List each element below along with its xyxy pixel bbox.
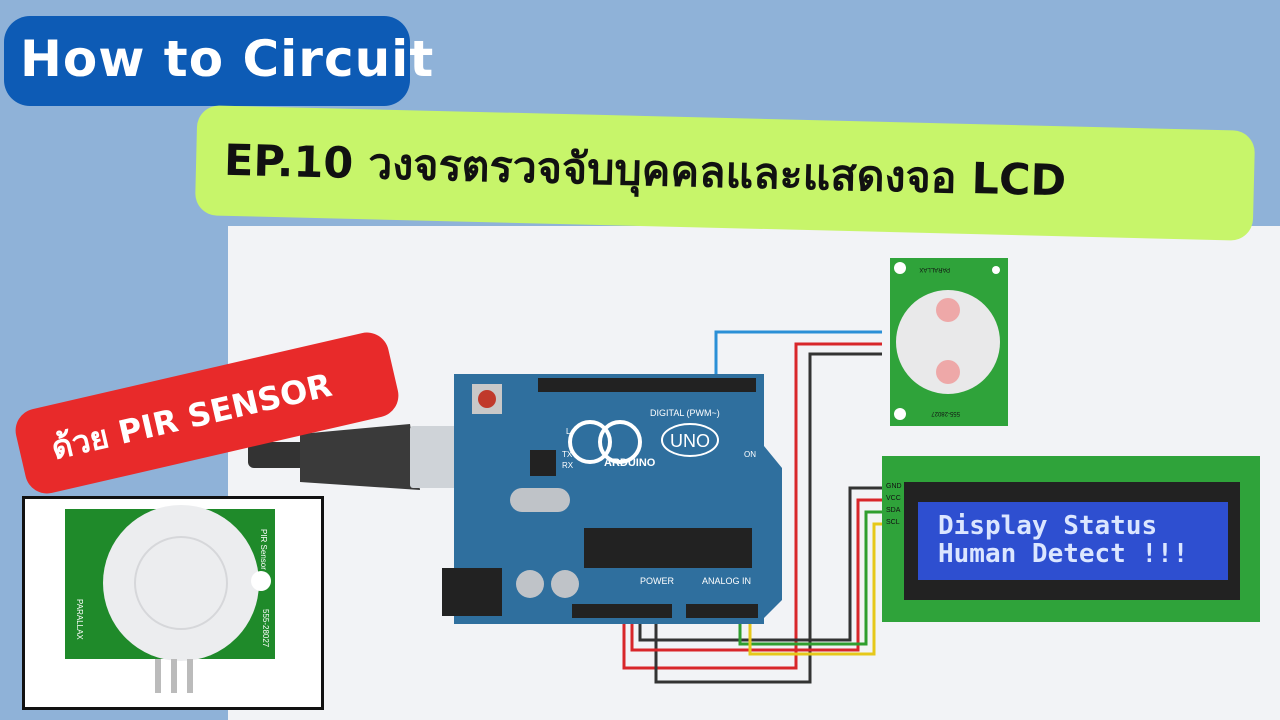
rx-label: RX [562, 461, 574, 470]
arduino-brand: ARDUINO [604, 457, 656, 469]
lcd-pin-gnd: GND [886, 483, 902, 490]
series-badge: How to Circuit [4, 16, 433, 106]
tx-label: TX [562, 450, 573, 459]
photo-pir-name: PIR Sensor [259, 529, 268, 570]
photo-pir-part: 555-28027 [261, 609, 270, 648]
wire-blue [714, 330, 882, 386]
wire-red-lcd [630, 498, 884, 652]
on-label: ON [744, 450, 756, 459]
digital-label: DIGITAL (PWM~) [650, 408, 720, 418]
pir-maker: PARALLAX [919, 266, 950, 272]
lcd-pin-scl: SCL [886, 519, 900, 526]
lcd-pin-vcc: VCC [886, 495, 901, 502]
l-label: L [566, 427, 571, 436]
lcd-module: GND VCC SDA SCL [882, 456, 1260, 622]
wire-yellow-lcd [748, 522, 884, 656]
wire-green-lcd [738, 510, 884, 646]
lcd-line-1: Display Status [938, 511, 1158, 541]
pir-sensor-module: PARALLAX 555-28027 [890, 258, 1008, 426]
series-badge-text: How to Circuit [20, 30, 435, 88]
pir-sensor-photo: PIR Sensor 555-28027 PARALLAX [22, 496, 324, 710]
pir-sensor-photo-image: PIR Sensor 555-28027 PARALLAX [65, 505, 275, 693]
analog-label: ANALOG IN [702, 576, 751, 586]
usb-cable [248, 424, 458, 490]
wire-black-lcd [638, 486, 884, 642]
power-label: POWER [640, 576, 675, 586]
photo-pir-maker: PARALLAX [75, 599, 84, 640]
lcd-pin-sda: SDA [886, 507, 901, 514]
lcd-line-2: Human Detect !!! [938, 539, 1189, 569]
wire-red-pir [622, 342, 882, 670]
wire-black-pir [654, 352, 882, 684]
arduino-board: UNO ARDUINO DIGITAL (PWM~) POWER ANALOG … [442, 374, 782, 624]
pir-part: 555-28027 [931, 410, 960, 416]
arduino-model: UNO [670, 431, 710, 451]
